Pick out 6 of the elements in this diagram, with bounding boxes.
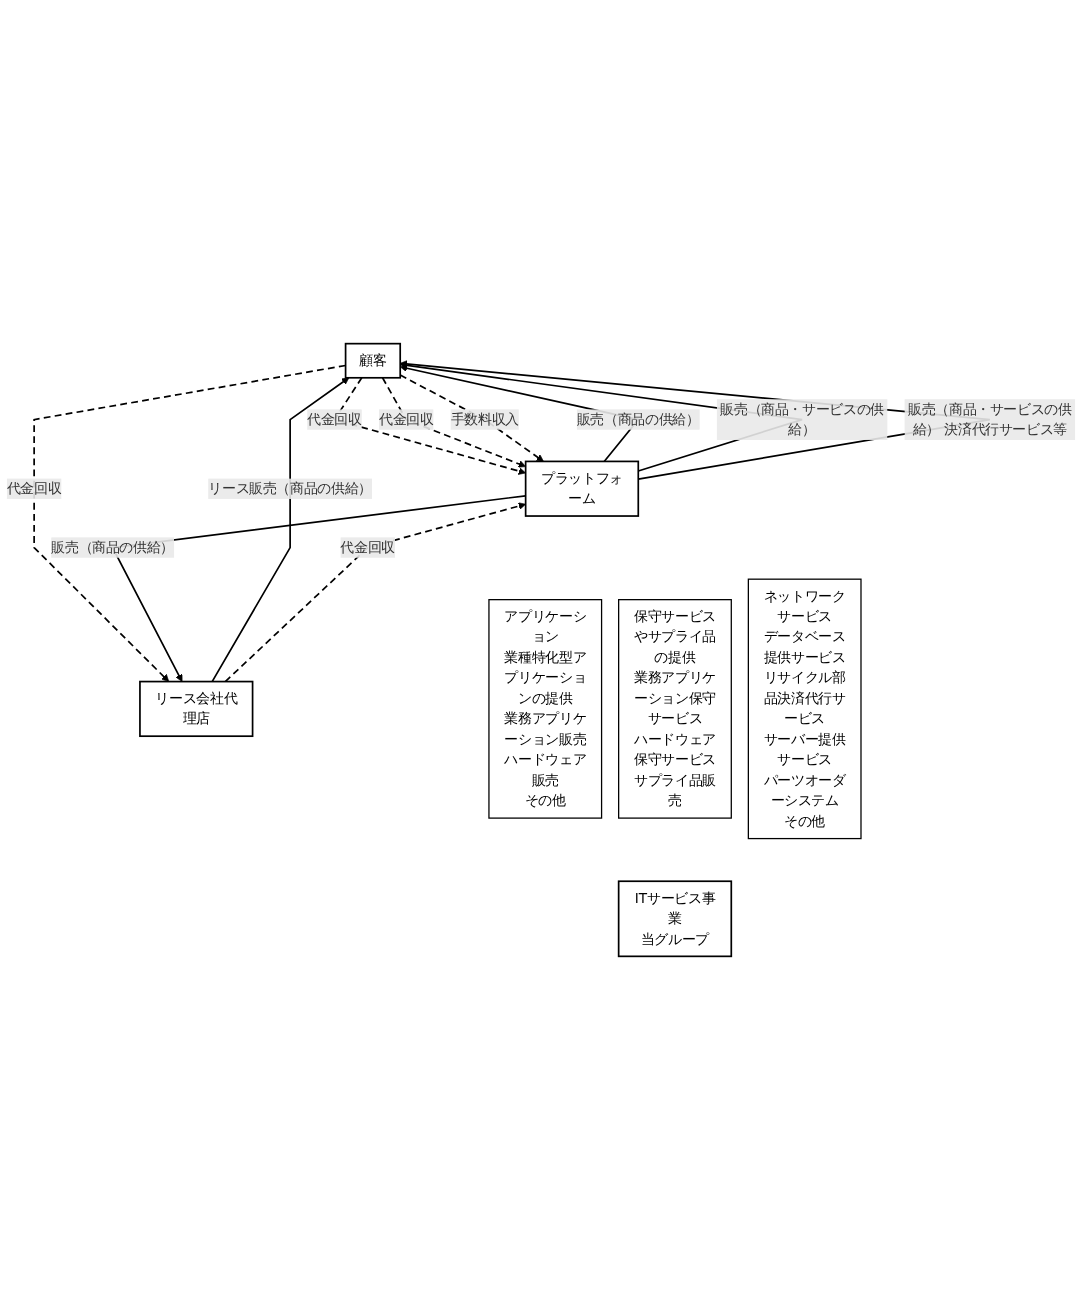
arrow [211, 377, 350, 683]
arrow [33, 364, 347, 682]
arrow [111, 494, 527, 682]
arrow [399, 374, 544, 462]
arrow [224, 502, 526, 683]
arrow [381, 376, 526, 468]
